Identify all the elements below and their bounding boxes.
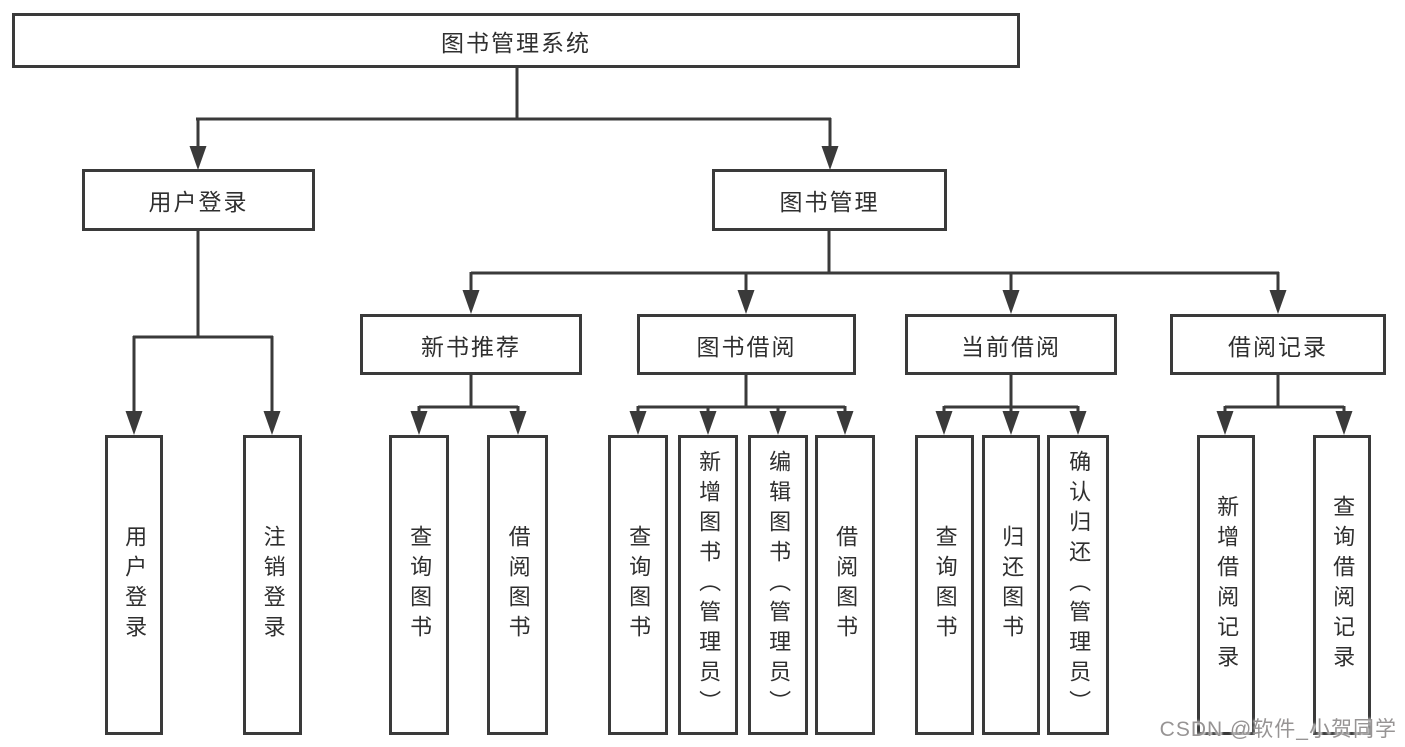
node-label: 查询图书	[932, 525, 958, 645]
node-label: 借阅图书	[833, 525, 859, 645]
node-label: 编辑图书（管理员）	[766, 450, 792, 720]
leaf-edit-book-admin: 编辑图书（管理员）	[748, 435, 808, 735]
node-label: 确认归还（管理员）	[1066, 450, 1092, 720]
node-label: 注销登录	[260, 525, 286, 645]
node-label: 图书借阅	[696, 333, 797, 360]
node-borrow-records: 借阅记录	[1170, 314, 1386, 375]
node-label: 查询图书	[407, 525, 433, 645]
csdn-watermark: CSDN @软件_小贺同学	[1159, 718, 1397, 741]
leaf-query-borrow-record: 查询借阅记录	[1313, 435, 1371, 735]
node-label: 图书管理	[779, 189, 880, 215]
node-label: 图书管理系统	[441, 29, 591, 56]
leaf-borrow-books: 借阅图书	[815, 435, 875, 735]
node-label: 新书推荐	[421, 333, 521, 360]
node-label: 借阅记录	[1228, 333, 1328, 360]
leaf-query-books-current: 查询图书	[915, 435, 974, 735]
leaf-borrow-books-recommend: 借阅图书	[487, 435, 548, 735]
node-label: 新增图书（管理员）	[696, 450, 722, 720]
leaf-user-login: 用户登录	[105, 435, 163, 735]
leaf-add-book-admin: 新增图书（管理员）	[678, 435, 738, 735]
leaf-add-borrow-record: 新增借阅记录	[1197, 435, 1255, 735]
node-label: 查询借阅记录	[1330, 495, 1356, 675]
leaf-query-books-borrowing: 查询图书	[608, 435, 668, 735]
node-library-system: 图书管理系统	[12, 13, 1020, 68]
node-label: 归还图书	[999, 525, 1025, 645]
node-label: 当前借阅	[961, 333, 1061, 360]
leaf-return-book: 归还图书	[982, 435, 1040, 735]
node-book-management: 图书管理	[712, 169, 947, 231]
node-current-borrowing: 当前借阅	[905, 314, 1117, 375]
node-label: 用户登录	[122, 525, 148, 645]
node-book-borrowing: 图书借阅	[637, 314, 856, 375]
node-label: 借阅图书	[505, 525, 531, 645]
leaf-confirm-return-admin: 确认归还（管理员）	[1047, 435, 1109, 735]
node-label: 用户登录	[148, 189, 249, 215]
leaf-query-books-recommend: 查询图书	[389, 435, 449, 735]
node-label: 新增借阅记录	[1214, 495, 1240, 675]
node-new-book-recommend: 新书推荐	[360, 314, 582, 375]
arrowheads	[125, 146, 1353, 435]
leaf-logout: 注销登录	[243, 435, 302, 735]
node-user-login: 用户登录	[82, 169, 315, 231]
connector-paths	[132, 66, 1346, 414]
node-label: 查询图书	[626, 525, 652, 645]
